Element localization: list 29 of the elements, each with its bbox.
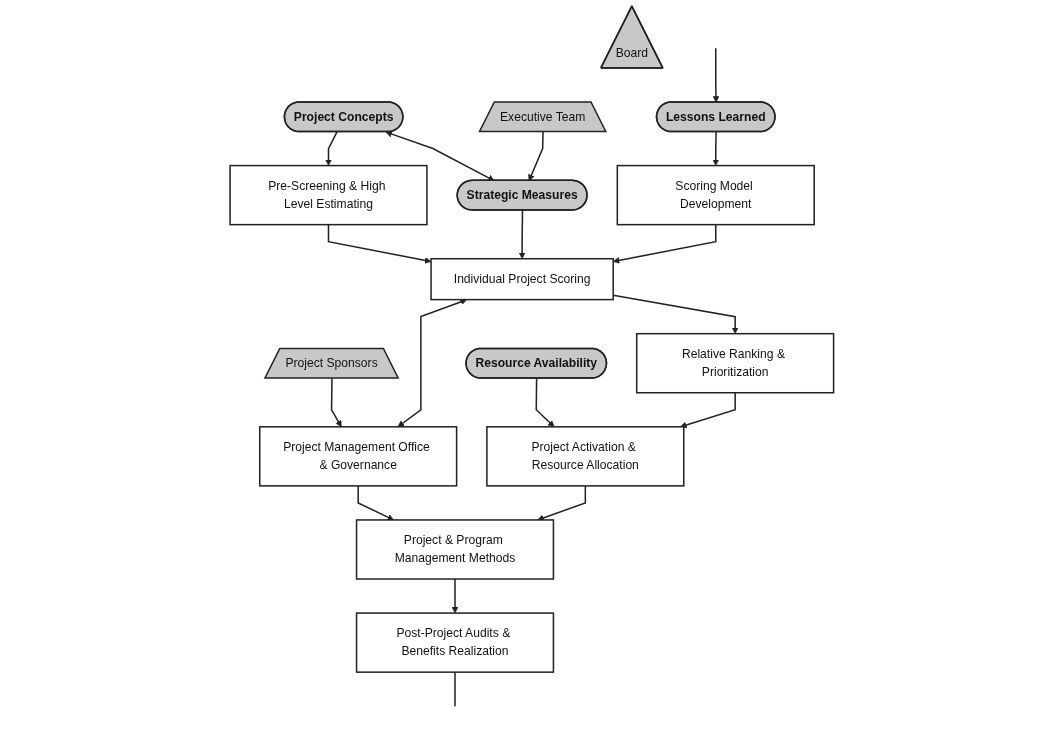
arrow — [527, 131, 544, 182]
arrow — [357, 485, 394, 521]
arrow — [679, 392, 736, 429]
process-box: Project & Program Management Methods — [355, 519, 554, 580]
pyramid-band: Executive Team — [478, 101, 607, 133]
oval-node: Strategic Measures — [456, 179, 588, 211]
arrow — [330, 377, 342, 428]
process-box: Individual Project Scoring — [429, 257, 614, 301]
arrow — [535, 377, 555, 428]
pyramid-band: Project Sponsors — [263, 347, 400, 379]
process-box: Project Management Office & Governance — [258, 426, 458, 487]
oval-node: Resource Availability — [464, 347, 607, 379]
process-box: Scoring Model Development — [616, 164, 815, 226]
arrow — [712, 47, 719, 103]
arrow — [712, 131, 719, 166]
process-box: Relative Ranking & Prioritization — [635, 332, 834, 394]
process-box: Post-Project Audits & Benefits Realization — [355, 612, 554, 673]
pyramid-top: Board — [599, 5, 664, 69]
arrow — [612, 294, 739, 334]
process-box: Pre-Screening & High Level Estimating — [228, 164, 428, 226]
arrow — [518, 209, 526, 260]
arrow — [397, 298, 467, 428]
process-box: Project Activation & Resource Allocation — [485, 426, 685, 487]
arrow — [324, 131, 338, 166]
oval-node: Lessons Learned — [655, 101, 776, 133]
arrow — [385, 130, 495, 182]
arrow — [612, 223, 717, 264]
arrow — [451, 578, 458, 614]
oval-node: Project Concepts — [283, 101, 404, 133]
